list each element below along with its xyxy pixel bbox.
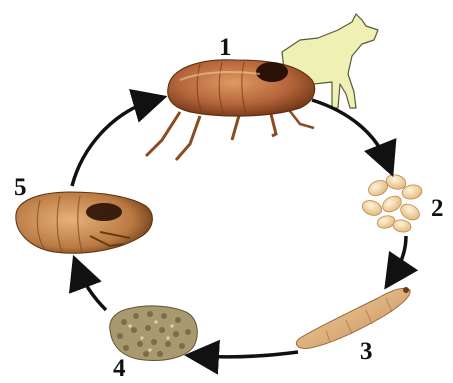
arrow-2-to-3 bbox=[392, 236, 406, 278]
cocoon-illustration bbox=[110, 306, 198, 361]
stage-number-5: 5 bbox=[14, 175, 27, 200]
stage-number-2: 2 bbox=[431, 196, 444, 221]
arrow-4-to-5 bbox=[78, 268, 106, 310]
arrow-3-to-4 bbox=[198, 352, 298, 357]
eggs-illustration bbox=[360, 173, 423, 234]
stage-number-1: 1 bbox=[219, 35, 232, 60]
pupa-illustration bbox=[16, 192, 153, 253]
arrow-1-to-2 bbox=[312, 100, 388, 164]
adult-flea-illustration bbox=[146, 60, 315, 160]
stage-number-4: 4 bbox=[113, 356, 126, 381]
arrow-5-to-1 bbox=[72, 100, 154, 186]
stage-number-3: 3 bbox=[360, 339, 373, 364]
larva-illustration bbox=[296, 287, 410, 348]
